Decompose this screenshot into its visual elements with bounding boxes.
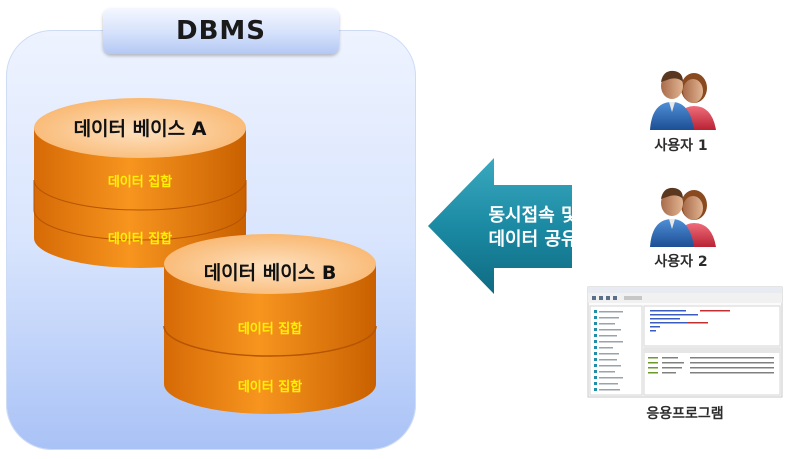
arrow-label-line1: 동시접속 및 <box>488 205 577 226</box>
application-label: 응용프로그램 <box>646 405 723 422</box>
database-a-title: 데이터 베이스 A <box>74 118 207 140</box>
dbms-title: DBMS <box>103 8 339 54</box>
database-b-set-2: 데이터 집합 <box>238 379 302 395</box>
database-b-cylinder: 데이터 베이스 B 데이터 집합 데이터 집합 <box>163 234 377 414</box>
database-b-title: 데이터 베이스 B <box>204 262 337 284</box>
database-a-middle-body <box>33 179 247 241</box>
database-b-top <box>164 234 376 294</box>
database-b-divider <box>163 325 377 357</box>
database-a-top <box>34 98 246 158</box>
shared-access-arrow: 동시접속 및 데이터 공유 <box>428 158 578 294</box>
database-b-body <box>164 264 376 414</box>
database-a-cylinder: 데이터 베이스 A 데이터 집합 데이터 집합 <box>33 98 247 268</box>
user-1-label: 사용자 1 <box>654 138 707 154</box>
application-screenshot-icon <box>587 286 783 398</box>
database-a-set-2: 데이터 집합 <box>108 231 172 247</box>
database-a-set-1: 데이터 집합 <box>108 174 172 190</box>
user-1-icon <box>650 70 716 130</box>
database-b-set-1: 데이터 집합 <box>238 321 302 337</box>
user-2-label: 사용자 2 <box>654 254 707 270</box>
user-2-icon <box>650 187 716 247</box>
arrow-label-line2: 데이터 공유 <box>488 229 577 250</box>
